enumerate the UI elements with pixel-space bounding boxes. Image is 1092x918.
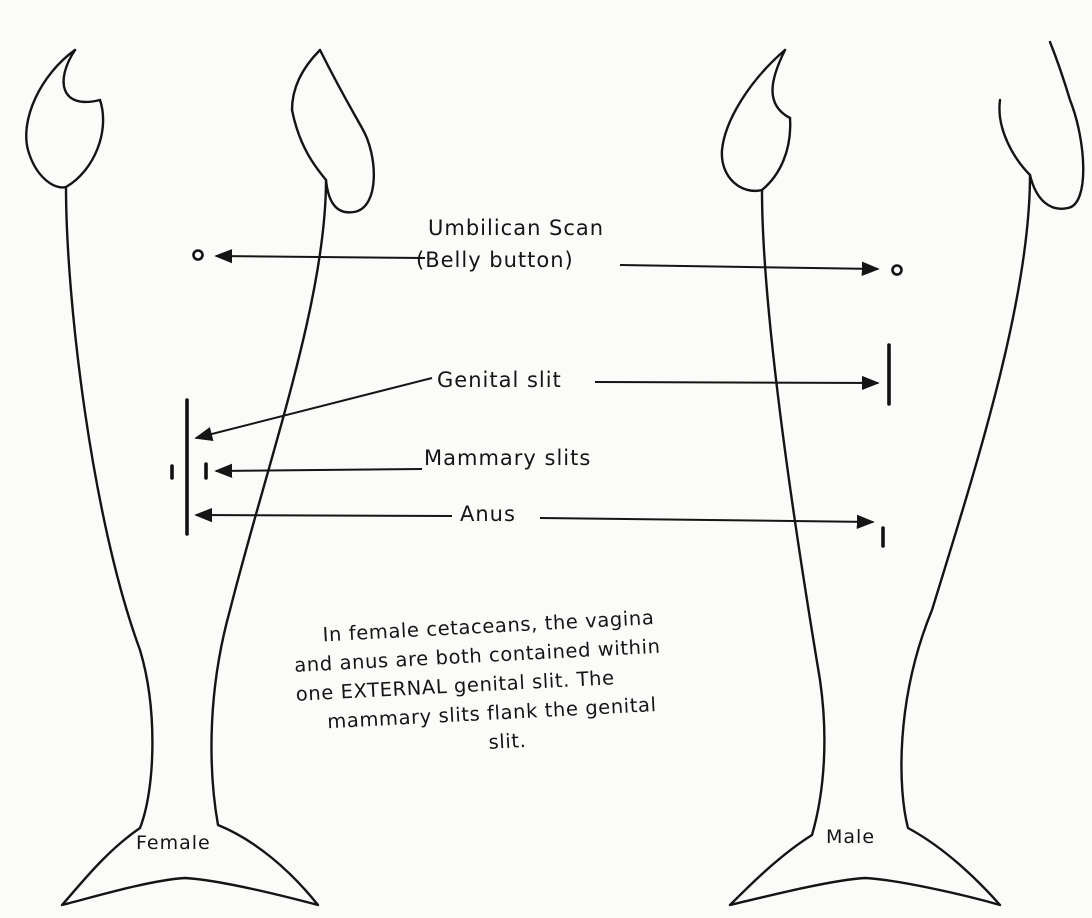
label-genital-slit: Genital slit <box>437 368 562 392</box>
arrow-anus-male <box>540 518 873 522</box>
arrow-genital-male <box>595 382 878 383</box>
arrow-umbilical-female <box>216 256 425 258</box>
male-umbilical-scar <box>893 266 902 275</box>
explanatory-note: In female cetaceans, the vagina and anus… <box>292 597 769 766</box>
label-male: Male <box>826 826 875 848</box>
label-female: Female <box>136 832 211 854</box>
female-whale-outline <box>26 50 374 905</box>
female-umbilical-scar <box>194 251 203 260</box>
label-anus: Anus <box>460 502 516 526</box>
male-whale-outline <box>722 42 1083 905</box>
label-umbilical-line2: (Belly button) <box>416 248 574 272</box>
male-marks <box>883 266 902 547</box>
arrow-anus-female <box>196 515 452 516</box>
female-marks <box>172 251 206 535</box>
label-umbilical-line1: Umbilican Scan <box>428 216 604 240</box>
arrow-mammary <box>216 469 422 471</box>
label-mammary-slits: Mammary slits <box>424 446 591 470</box>
arrow-umbilical-male <box>620 265 878 269</box>
arrow-genital-female <box>196 378 432 438</box>
